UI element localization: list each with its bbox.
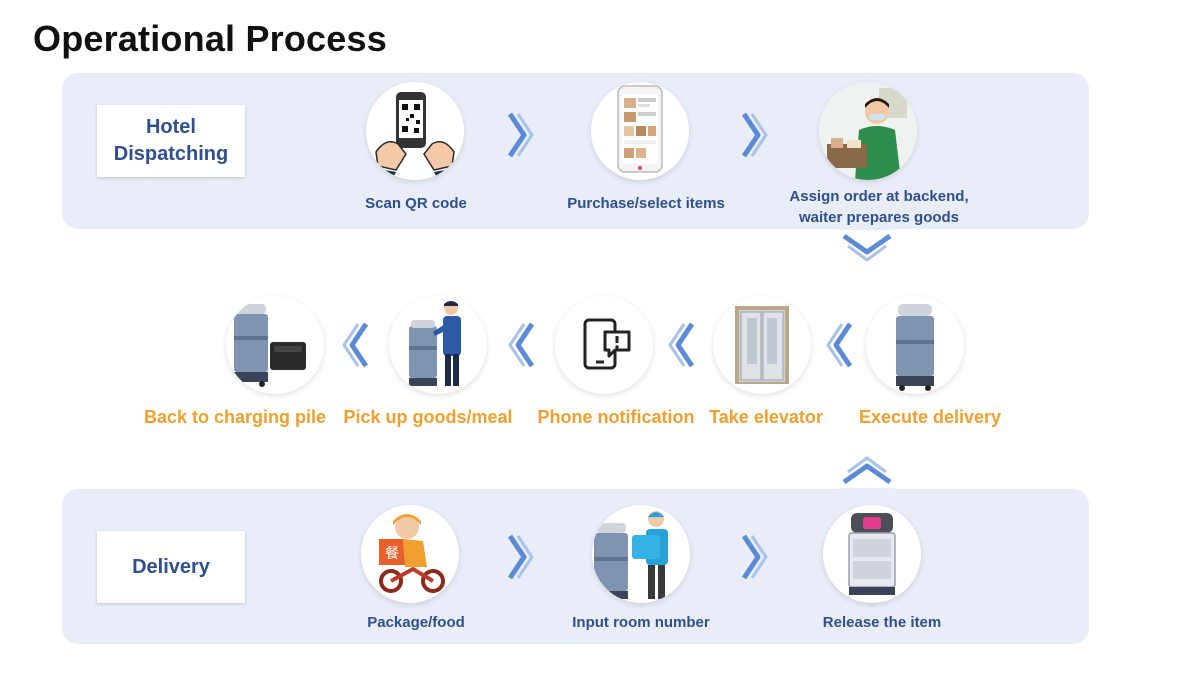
step-package-label: Package/food: [367, 614, 465, 631]
chevron-left-icon: [826, 322, 853, 368]
courier-scooter-icon: 餐: [361, 505, 459, 603]
step-execute-label: Execute delivery: [858, 407, 1002, 427]
step-purchase-label: Purchase/select items: [567, 195, 725, 212]
robot-pickup-icon: [389, 296, 487, 394]
chevron-down-icon: [838, 226, 896, 262]
step-assign-line1: Assign order at backend,: [789, 188, 969, 205]
chevron-left-icon: [668, 322, 695, 368]
waiter-preparing-icon: [819, 82, 917, 180]
chevron-right-icon: [507, 112, 534, 158]
robot-release-icon: [823, 505, 921, 603]
delivery-robot-icon: [866, 296, 964, 394]
step-scan-qr-label: Scan QR code: [365, 195, 467, 212]
chevron-left-icon: [342, 322, 369, 368]
step-assign-label: Assign order at backend, waiter prepares…: [768, 186, 990, 228]
hotel-label-line2: Dispatching: [113, 143, 229, 165]
step-elevator-label: Take elevator: [709, 407, 823, 427]
robot-courier-icon: [592, 505, 690, 603]
phone-notification-icon: [555, 296, 653, 394]
delivery-label: Delivery: [97, 531, 245, 603]
chevron-right-icon: [507, 534, 534, 580]
step-phone-label: Phone notification: [537, 407, 695, 427]
chevron-right-icon: [741, 112, 768, 158]
step-assign-line2: waiter prepares goods: [798, 209, 960, 226]
chevron-left-icon: [508, 322, 535, 368]
svg-text:餐: 餐: [385, 546, 399, 562]
step-charging-label: Back to charging pile: [144, 407, 327, 427]
page-title: Operational Process: [33, 18, 387, 59]
elevator-icon: [713, 296, 811, 394]
shopping-app-phone-icon: [591, 82, 689, 180]
chevron-right-icon: [741, 534, 768, 580]
robot-charging-icon: [226, 296, 324, 394]
step-room-label: Input room number: [572, 614, 710, 631]
hotel-label-line1: Hotel: [145, 116, 196, 138]
step-release-label: Release the item: [822, 614, 942, 631]
chevron-up-icon: [838, 456, 896, 492]
qr-scan-phone-icon: [366, 82, 464, 180]
hotel-dispatching-label: Hotel Dispatching: [97, 105, 245, 177]
step-pickup-label: Pick up goods/meal: [343, 407, 513, 427]
